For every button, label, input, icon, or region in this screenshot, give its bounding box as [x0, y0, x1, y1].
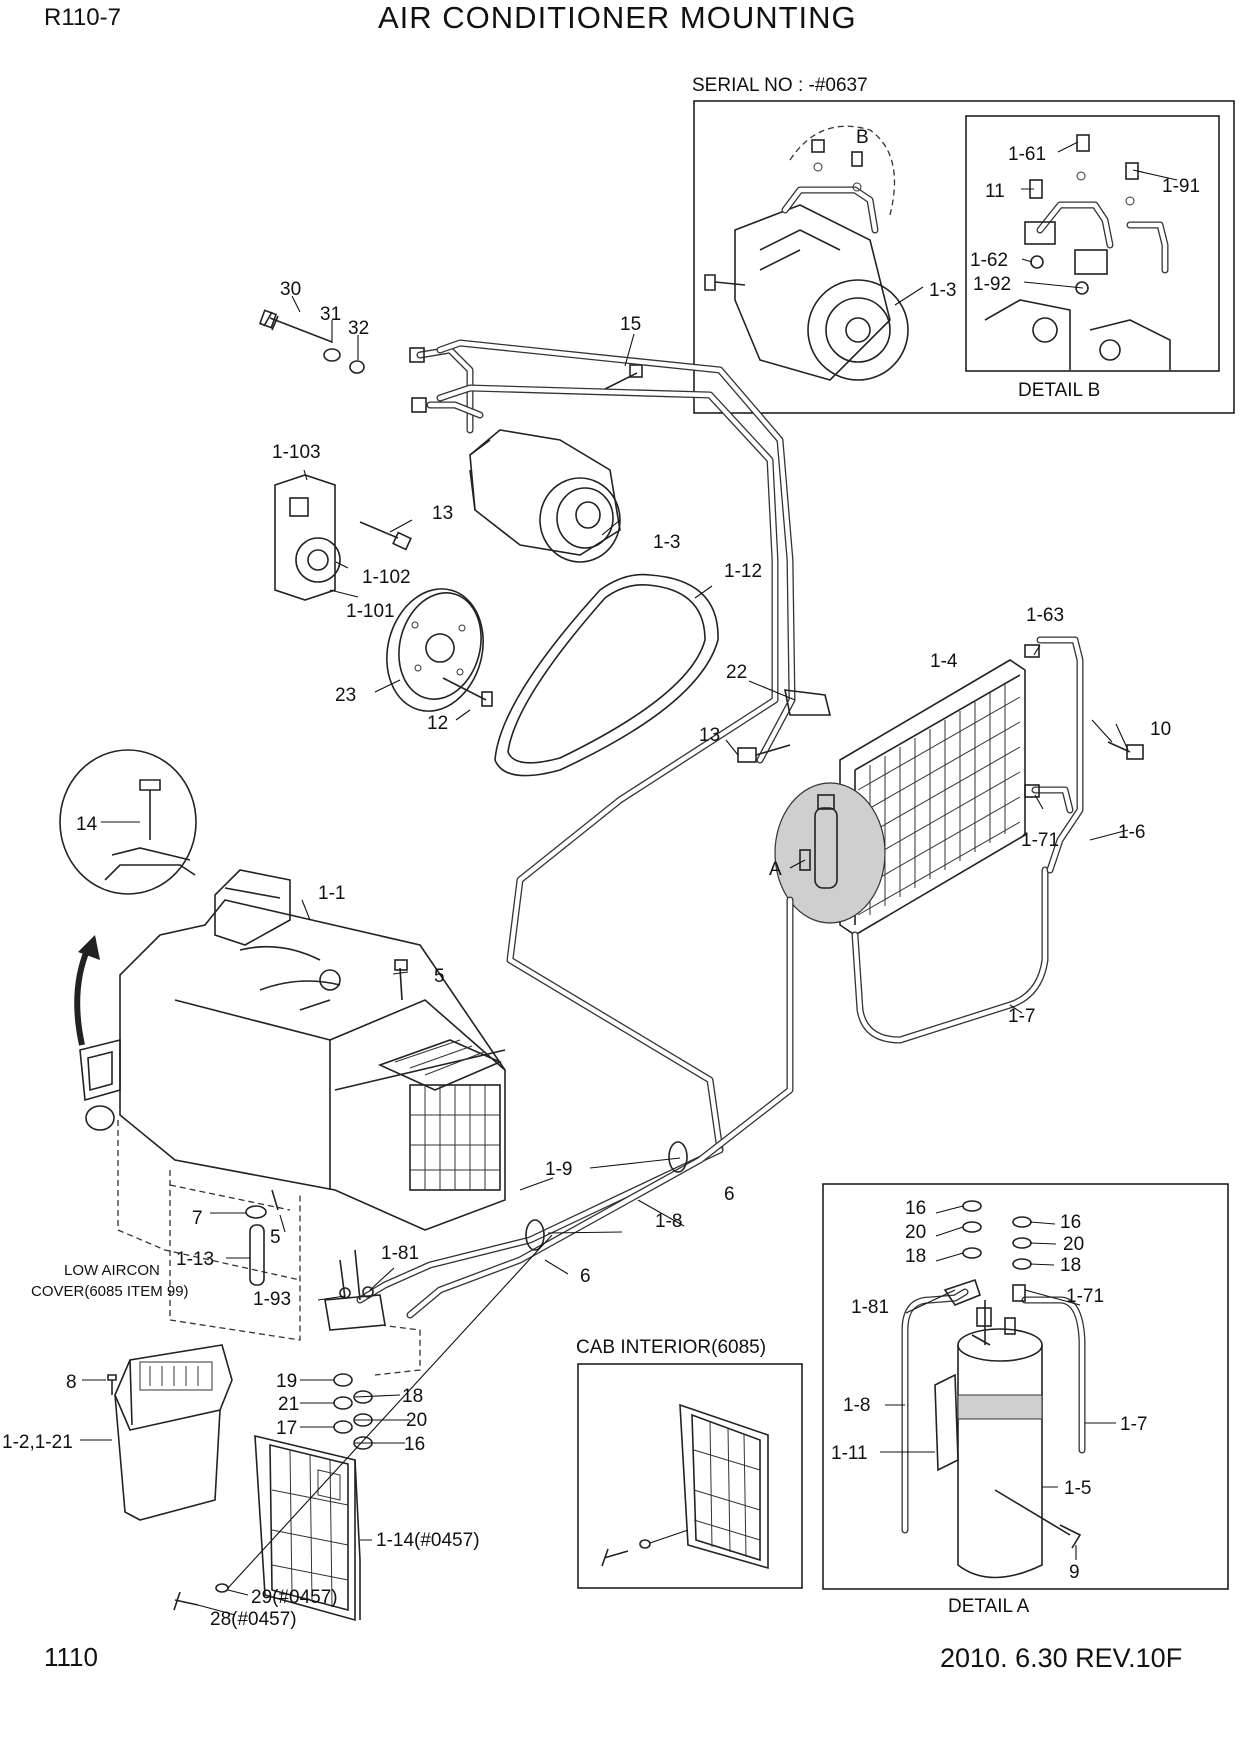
condenser-assembly: [774, 636, 1144, 1044]
serial-box: SERIAL NO : -#0637 DETAIL B B: [692, 75, 1235, 414]
page-number: 1110: [44, 1642, 98, 1672]
cab-interior-box: CAB INTERIOR(6085): [576, 1337, 803, 1589]
detail-a-box: DETAIL A: [822, 1183, 1229, 1617]
detail-b-frame: [965, 115, 1220, 372]
callout-18: 18: [402, 1386, 423, 1407]
callout-1-14: 1-14(#0457): [376, 1530, 480, 1551]
callout-7: 7: [192, 1208, 203, 1229]
callout-1-7-detail-a: 1-7: [1120, 1414, 1147, 1435]
callout-1-81-detail-a: 1-81: [851, 1297, 889, 1318]
controller-unit: [80, 1344, 233, 1521]
callout-13-lower: 13: [699, 725, 720, 746]
callout-1-6: 1-6: [1118, 822, 1145, 843]
detail-a-frame: [822, 1183, 1229, 1590]
callout-32: 32: [348, 318, 369, 339]
callout-31: 31: [320, 304, 341, 325]
callout-1-8: 1-8: [655, 1211, 682, 1232]
callout-16-detail-a-right: 16: [1060, 1212, 1081, 1233]
serial-frame: [693, 100, 1235, 414]
callout-21: 21: [278, 1394, 299, 1415]
condenser-fins: [857, 684, 1021, 916]
callout-1-13: 1-13: [176, 1249, 214, 1270]
callout-1-71-detail-a: 1-71: [1066, 1286, 1104, 1307]
callout-30: 30: [280, 279, 301, 300]
callout-1-103: 1-103: [272, 442, 321, 463]
callout-8: 8: [66, 1372, 77, 1393]
page-title: AIR CONDITIONER MOUNTING: [378, 0, 857, 35]
callout-1-92: 1-92: [973, 274, 1011, 295]
callout-1-4: 1-4: [930, 651, 958, 672]
cab-interior-title: CAB INTERIOR(6085): [576, 1337, 766, 1358]
serial-label: SERIAL NO : -#0637: [692, 75, 868, 96]
cab-interior-frame: [577, 1363, 803, 1589]
callout-18-detail-a-left: 18: [905, 1246, 926, 1267]
callout-9: 9: [1069, 1562, 1080, 1583]
callout-5-upper: 5: [434, 966, 445, 987]
callout-1-62: 1-62: [970, 250, 1008, 271]
callout-20-detail-a-left: 20: [905, 1222, 926, 1243]
callout-13-upper: 13: [432, 503, 453, 524]
callout-14: 14: [76, 814, 98, 835]
callout-1-8-detail-a: 1-8: [843, 1395, 870, 1416]
refrigerant-lines: [300, 896, 794, 1450]
detail-b-reference: B: [856, 127, 869, 148]
callout-1-61: 1-61: [1008, 144, 1046, 165]
callout-19: 19: [276, 1371, 297, 1392]
callout-1-2-1-21: 1-2,1-21: [2, 1432, 73, 1453]
revision-date: 2010. 6.30 REV.10F: [940, 1643, 1183, 1673]
small-compressor: [704, 125, 909, 381]
callout-1-71: 1-71: [1021, 830, 1059, 851]
detail-b-assembly: [984, 134, 1171, 370]
callout-1-9: 1-9: [545, 1159, 572, 1180]
note-line-1: LOW AIRCON: [64, 1262, 160, 1279]
callout-1-91: 1-91: [1162, 176, 1200, 197]
detail-a-reference: A: [769, 859, 782, 880]
callout-28: 28(#0457): [210, 1609, 297, 1630]
callout-1-11: 1-11: [831, 1443, 868, 1464]
callout-20: 20: [406, 1410, 427, 1431]
detail-a-title: DETAIL A: [948, 1596, 1030, 1617]
callout-5-lower: 5: [270, 1227, 281, 1248]
callout-1-5: 1-5: [1064, 1478, 1091, 1499]
compressor-assembly: [258, 295, 832, 1154]
callout-20-detail-a-right: 20: [1063, 1234, 1084, 1255]
callout-1-101: 1-101: [346, 601, 395, 622]
callout-23: 23: [335, 685, 356, 706]
callout-1-63: 1-63: [1026, 605, 1064, 626]
callout-1-81: 1-81: [381, 1243, 419, 1264]
callout-1-3-serial: 1-3: [929, 280, 956, 301]
hvac-unit: [59, 749, 554, 1341]
callout-1-7: 1-7: [1008, 1006, 1035, 1027]
note-line-2: COVER(6085 ITEM 99): [31, 1283, 189, 1300]
callout-1-93: 1-93: [253, 1289, 291, 1310]
filter-grille: [173, 1234, 553, 1622]
callout-15: 15: [620, 314, 641, 335]
callout-1-12: 1-12: [724, 561, 762, 582]
callout-16-detail-a-left: 16: [905, 1198, 926, 1219]
callout-10: 10: [1150, 719, 1171, 740]
callout-16: 16: [404, 1434, 425, 1455]
callout-17: 17: [276, 1418, 297, 1439]
callout-1-102: 1-102: [362, 567, 411, 588]
callout-12: 12: [427, 713, 448, 734]
callout-1-1: 1-1: [318, 883, 345, 904]
callout-11-detail-b: 11: [985, 181, 1005, 202]
callout-6-upper: 6: [724, 1184, 735, 1205]
detail-b-title: DETAIL B: [1018, 380, 1100, 401]
callout-18-detail-a-right: 18: [1060, 1255, 1081, 1276]
callout-29: 29(#0457): [251, 1587, 338, 1608]
callout-22: 22: [726, 662, 747, 683]
callout-6-lower: 6: [580, 1266, 591, 1287]
model-number: R110-7: [44, 4, 121, 31]
callout-1-3-main: 1-3: [653, 532, 680, 553]
